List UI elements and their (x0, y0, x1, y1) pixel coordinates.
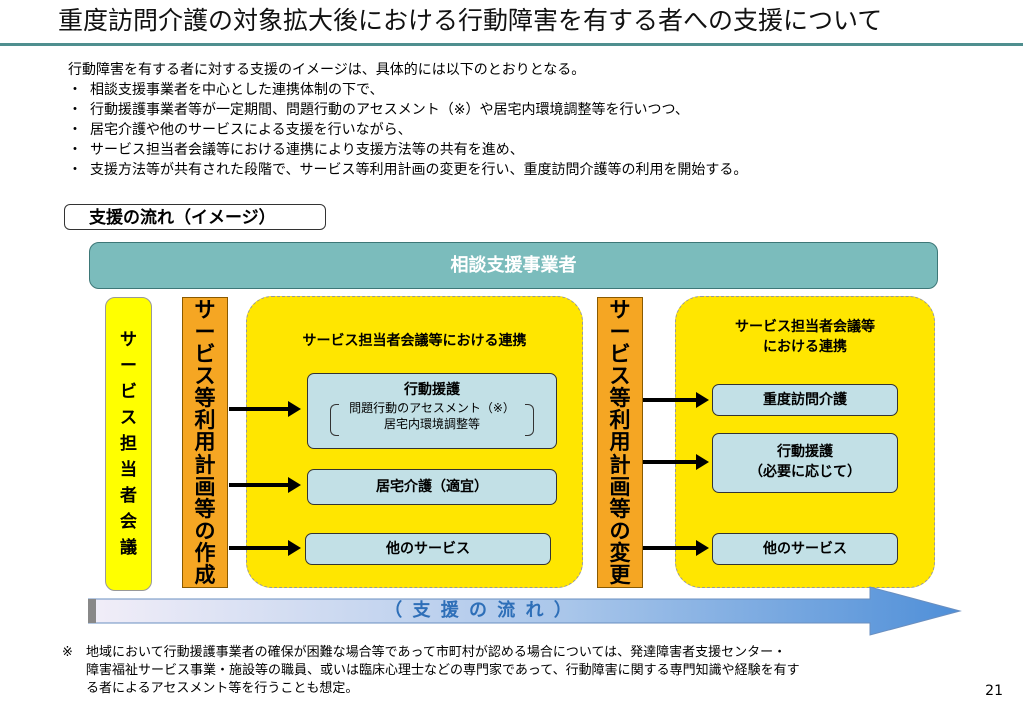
plan-creation-column: サ ー ビ ス 等 利 用 計 画 等 の 作 成 (182, 297, 228, 588)
behavior-detail-1: 問題行動のアセスメント（※） (349, 401, 515, 415)
column-char: 用 (194, 430, 216, 455)
column-char: 当 (120, 460, 137, 480)
intro-text: 行動障害を有する者に対する支援のイメージは、具体的には以下のとおりとなる。 (68, 62, 586, 78)
home-care-box: 居宅介護（適宜） (307, 469, 557, 505)
arrow-to-behavior-support-right (643, 454, 709, 470)
column-char: の (609, 518, 631, 543)
column-char: 画 (609, 474, 631, 499)
bullet-mark: ・ (68, 142, 82, 158)
bullet-text: 支援方法等が共有された段階で、サービス等利用計画の変更を行い、重度訪問介護等の利… (90, 162, 748, 178)
other-service-box-right: 他のサービス (712, 533, 898, 565)
right-region-title-1: サービス担当者会議等 (735, 319, 875, 335)
column-char: 変 (609, 540, 631, 565)
bullet-text: 相談支援事業者を中心とした連携体制の下で、 (90, 82, 384, 98)
support-flow-label: 支援の流れ（イメージ） (64, 204, 326, 230)
footnote-text-1: 地域において行動援護事業者の確保が困難な場合等であって市町村が認める場合について… (86, 645, 787, 660)
arrow-to-home-care (229, 477, 301, 493)
arrow-to-severe-visit (643, 392, 709, 408)
bullet-text: 行動援護事業者等が一定期間、問題行動のアセスメント（※）や居宅内環境調整等を行い… (90, 102, 689, 118)
arrow-to-other-service-left (229, 540, 301, 556)
footnote-line-1: ※ 地域において行動援護事業者の確保が困難な場合等であって市町村が認める場合につい… (62, 644, 982, 662)
column-char: 者 (120, 486, 137, 506)
footnote: ※ 地域において行動援護事業者の確保が困難な場合等であって市町村が認める場合につい… (62, 644, 982, 698)
column-char: 作 (194, 540, 216, 565)
support-flow-arrow (88, 586, 962, 636)
right-bracket (525, 404, 534, 436)
column-char: ス (120, 408, 137, 428)
service-meeting-column: サ ー ビ ス 担 当 者 会 議 (105, 297, 152, 591)
severe-visit-care-box: 重度訪問介護 (712, 384, 898, 416)
arrow-to-other-service-right (643, 540, 709, 556)
column-char: 担 (120, 434, 137, 454)
column-char: ビ (194, 342, 216, 367)
consultation-agency-box: 相談支援事業者 (89, 242, 938, 289)
behavior-detail-2: 居宅内環境調整等 (383, 417, 480, 431)
bullet-item: ・居宅介護や他のサービスによる支援を行いながら、 (68, 120, 747, 140)
column-char: 用 (609, 430, 631, 455)
column-char: 計 (194, 452, 216, 477)
column-char: 議 (120, 538, 137, 558)
column-char: ビ (120, 382, 137, 402)
footnote-line-3: る者によるアセスメント等を行うことも想定。 (86, 681, 359, 696)
left-bracket (330, 404, 339, 436)
bullet-item: ・サービス担当者会議等における連携により支援方法等の共有を進め、 (68, 140, 747, 160)
other-service-box-left: 他のサービス (305, 533, 551, 565)
column-char: 利 (609, 408, 631, 433)
behavior-support-box: 行動援護 問題行動のアセスメント（※） 居宅内環境調整等 (307, 373, 557, 449)
page-title: 重度訪問介護の対象拡大後における行動障害を有する者への支援について (58, 6, 883, 35)
column-char: 画 (194, 474, 216, 499)
footnote-mark: ※ (62, 645, 73, 660)
plan-change-column: サ ー ビ ス 等 利 用 計 画 等 の 変 更 (597, 297, 643, 588)
column-char: サ (609, 298, 631, 323)
left-region-title: サービス担当者会議等における連携 (302, 333, 527, 349)
column-char: ビ (609, 342, 631, 367)
bullet-mark: ・ (68, 122, 82, 138)
right-coordination-region: サービス担当者会議等 における連携 重度訪問介護 行動援護 （必要に応じて） 他… (675, 296, 935, 588)
column-char: 更 (609, 562, 631, 587)
title-divider (0, 43, 1023, 46)
footnote-line-2: 障害福祉サービス事業・施設等の職員、或いは臨床心理士などの専門家であって、行動障… (86, 663, 800, 678)
behavior-support-right-box: 行動援護 （必要に応じて） (712, 433, 898, 493)
column-char: ス (194, 364, 216, 389)
column-char: ー (194, 320, 216, 345)
column-char: 会 (120, 512, 137, 532)
column-char: 等 (609, 496, 631, 521)
bullet-list: ・相談支援事業者を中心とした連携体制の下で、 ・行動援護事業者等が一定期間、問題… (68, 80, 747, 180)
column-char: の (194, 518, 216, 543)
left-coordination-region: サービス担当者会議等における連携 行動援護 問題行動のアセスメント（※） 居宅内… (246, 296, 583, 588)
bullet-item: ・支援方法等が共有された段階で、サービス等利用計画の変更を行い、重度訪問介護等の… (68, 160, 747, 180)
page-number: 21 (985, 683, 1003, 699)
bullet-mark: ・ (68, 162, 82, 178)
column-char: 等 (194, 496, 216, 521)
bullet-text: 居宅介護や他のサービスによる支援を行いながら、 (90, 122, 412, 138)
bullet-text: サービス担当者会議等における連携により支援方法等の共有を進め、 (90, 142, 524, 158)
column-char: 等 (609, 386, 631, 411)
column-char: ス (609, 364, 631, 389)
behavior-support-label: 行動援護 (404, 382, 460, 398)
column-char: ー (609, 320, 631, 345)
bullet-mark: ・ (68, 82, 82, 98)
column-char: 等 (194, 386, 216, 411)
right-region-title-2: における連携 (763, 339, 847, 355)
support-flow-arrow-label: （ 支 援 の 流 れ ） (384, 600, 574, 621)
column-char: ー (120, 356, 137, 376)
column-char: 利 (194, 408, 216, 433)
column-char: サ (194, 298, 216, 323)
behavior-support-right-label: 行動援護 (777, 444, 833, 460)
column-char: 計 (609, 452, 631, 477)
behavior-support-note: （必要に応じて） (749, 464, 861, 480)
column-char: サ (120, 330, 137, 350)
bullet-item: ・相談支援事業者を中心とした連携体制の下で、 (68, 80, 747, 100)
column-char: 成 (194, 562, 216, 587)
arrow-to-behavior-support (229, 401, 301, 417)
bullet-item: ・行動援護事業者等が一定期間、問題行動のアセスメント（※）や居宅内環境調整等を行… (68, 100, 747, 120)
bullet-mark: ・ (68, 102, 82, 118)
